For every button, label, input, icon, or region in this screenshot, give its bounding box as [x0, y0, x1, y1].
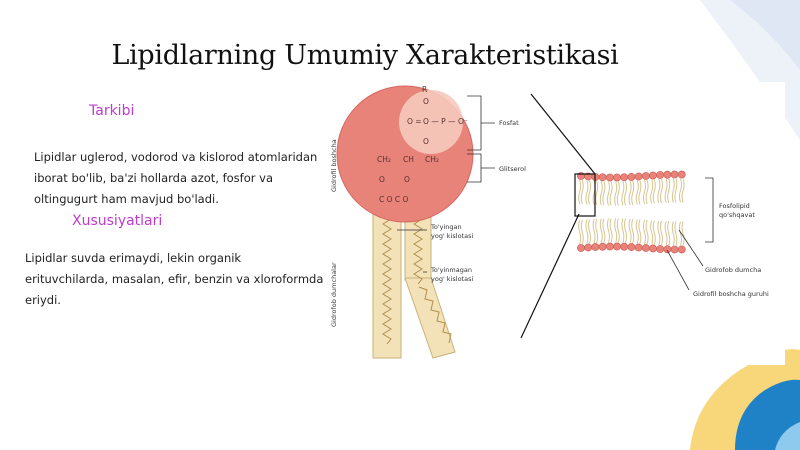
- bilayer-head: [620, 242, 629, 251]
- slide-title: Lipidlarning Umumiy Xarakteristikasi: [111, 40, 619, 71]
- bilayer-head: [656, 171, 665, 179]
- bilayer-head: [613, 173, 621, 182]
- bilayer-head: [677, 245, 686, 254]
- svg-text:O — P — O⁻: O — P — O⁻: [423, 117, 468, 126]
- side-label-head: Gidrofil boshcha: [330, 139, 338, 192]
- bilayer-head: [656, 245, 665, 253]
- fatty-acid-tail-saturated: [372, 209, 402, 359]
- label-glitserol: Glitserol: [499, 165, 526, 173]
- svg-text:CH₂: CH₂: [377, 155, 391, 164]
- bilayer-head: [584, 243, 593, 252]
- bilayer-head: [627, 173, 636, 181]
- label-toyinmagan-2: yog' kislotasi: [431, 275, 473, 283]
- bilayer-head: [670, 170, 679, 179]
- svg-text:C O C O: C O C O: [379, 195, 409, 204]
- svg-text:O: O: [404, 175, 410, 184]
- svg-text:R: R: [422, 85, 427, 94]
- label-toyinmagan-1: To'yinmagan: [430, 266, 472, 274]
- fatty-acid-tail-unsaturated: [404, 209, 456, 359]
- section-text-tarkibi: Lipidlar uglerod, vodorod va kislorod at…: [34, 150, 318, 206]
- svg-text:O: O: [423, 137, 429, 146]
- label-toyingan-2: yog' kislotasi: [431, 232, 473, 240]
- bilayer-head: [641, 244, 650, 252]
- bilayer-head: [605, 242, 614, 251]
- svg-text:CH₂: CH₂: [425, 155, 439, 164]
- bilayer-head: [649, 244, 657, 253]
- label-gidrofil: Gidrofil boshcha guruhi: [693, 290, 769, 298]
- corner-decoration: [690, 0, 800, 450]
- bilayer-head: [620, 173, 629, 182]
- svg-text:CH: CH: [403, 155, 414, 164]
- label-gidrofob: Gidrofob dumcha: [705, 266, 761, 274]
- bilayer-head: [663, 245, 672, 254]
- label-bilayer-1: Fosfolipid: [719, 202, 750, 210]
- bilayer-head: [605, 173, 614, 182]
- bilayer-head: [649, 171, 657, 180]
- bilayer-head: [663, 170, 672, 179]
- phospholipid-figure: Gidrofil boshcha Gidrofob dumchalar R O …: [327, 82, 785, 365]
- label-bilayer-2: qo'shqavat: [719, 211, 755, 219]
- bilayer-head: [670, 245, 679, 254]
- bilayer-head: [634, 172, 643, 181]
- bilayer-head: [577, 244, 585, 252]
- section-heading-xususiyatlari: Xususiyatlari: [72, 213, 163, 229]
- phospholipid-bilayer: [577, 170, 686, 254]
- bilayer-head: [627, 243, 636, 251]
- label-fosfat: Fosfat: [499, 119, 519, 127]
- svg-text:O =: O =: [407, 117, 422, 126]
- section-text-xususiyatlari: Lipidlar suvda erimaydi, lekin organik e…: [25, 251, 324, 307]
- bilayer-head: [598, 173, 607, 182]
- side-label-tails: Gidrofob dumchalar: [330, 262, 338, 327]
- bilayer-head: [613, 242, 621, 251]
- label-toyingan-1: To'yingan: [430, 223, 462, 231]
- svg-text:O: O: [423, 97, 429, 106]
- svg-text:O: O: [379, 175, 385, 184]
- bilayer-head: [634, 243, 643, 252]
- section-heading-tarkibi: Tarkibi: [89, 103, 135, 119]
- bilayer-head: [677, 170, 686, 179]
- bilayer-head: [591, 243, 600, 251]
- bilayer-head: [598, 242, 607, 251]
- bilayer-head: [641, 172, 650, 180]
